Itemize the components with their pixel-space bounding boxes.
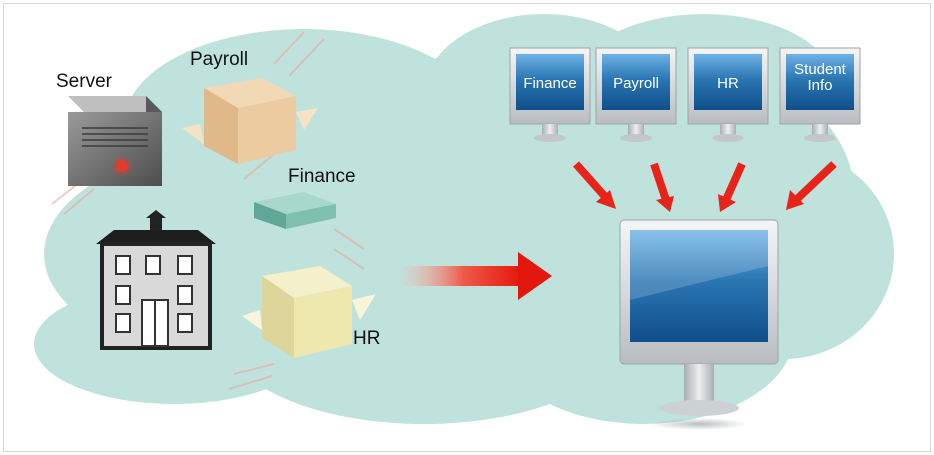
finance-box-icon	[254, 192, 336, 229]
motion-streaks	[51, 31, 365, 390]
small-monitor-student-info	[779, 47, 861, 142]
monitor-label-payroll: Payroll	[613, 75, 659, 92]
monitor-label-student-info: Student Info	[794, 61, 846, 94]
server-icon	[68, 96, 162, 186]
finance-label: Finance	[288, 166, 356, 187]
server-label: Server	[56, 71, 112, 92]
converging-arrows	[573, 161, 837, 212]
payroll-label: Payroll	[190, 49, 249, 70]
hr-label: HR	[353, 328, 381, 349]
small-monitor-hr	[687, 47, 769, 142]
small-monitor-finance	[509, 47, 591, 142]
school-building-icon	[96, 210, 216, 350]
monitor-label-hr: HR	[717, 75, 739, 92]
main-arrow-icon	[404, 252, 552, 300]
diagram-frame: Server Payroll Finance HR Finance Payrol…	[3, 3, 931, 452]
hr-box-icon	[242, 266, 376, 358]
payroll-box-icon	[182, 78, 318, 164]
small-monitor-payroll	[595, 47, 677, 142]
diagram-canvas	[34, 14, 894, 430]
monitor-label-finance: Finance	[523, 75, 577, 92]
main-monitor-icon	[619, 219, 779, 430]
